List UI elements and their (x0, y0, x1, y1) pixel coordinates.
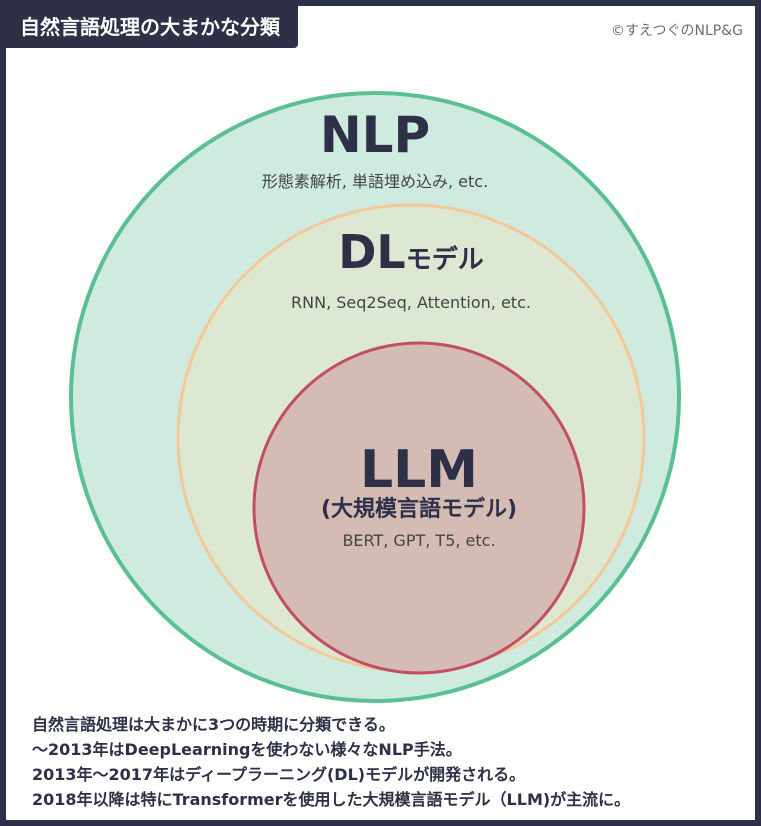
note-line: 自然言語処理は大まかに3つの時期に分類できる。 (32, 715, 395, 734)
note-line: 〜2013年はDeepLearningを使わない様々なNLP手法。 (32, 740, 462, 759)
llm-circle (252, 341, 586, 675)
nlp-examples: 形態素解析, 単語埋め込み, etc. (262, 172, 488, 191)
dl-examples: RNN, Seq2Seq, Attention, etc. (291, 293, 531, 312)
note-line: 2018年以降は特にTransformerを使用した大規模言語モデル（LLM)が… (32, 790, 631, 809)
dl-label: DLモデル (338, 225, 484, 279)
llm-label: LLM (360, 440, 478, 500)
note-line: 2013年〜2017年はディープラーニング(DL)モデルが開発される。 (32, 765, 526, 784)
llm-examples: BERT, GPT, T5, etc. (342, 531, 495, 550)
dl-label-main: DL (338, 225, 406, 279)
nlp-label: NLP (320, 106, 430, 164)
copyright-credit: ©すえつぐのNLP&G (610, 23, 743, 39)
notes-block: 自然言語処理は大まかに3つの時期に分類できる。 〜2013年はDeepLearn… (32, 712, 747, 812)
dl-label-suffix: モデル (406, 244, 484, 275)
llm-sublabel: (大規模言語モデル) (321, 496, 517, 522)
page-title: 自然言語処理の大まかな分類 (6, 6, 298, 48)
venn-diagram: NLP 形態素解析, 単語埋め込み, etc. DLモデル RNN, Seq2S… (69, 91, 681, 703)
diagram-panel: NLP 形態素解析, 単語埋め込み, etc. DLモデル RNN, Seq2S… (6, 6, 755, 820)
